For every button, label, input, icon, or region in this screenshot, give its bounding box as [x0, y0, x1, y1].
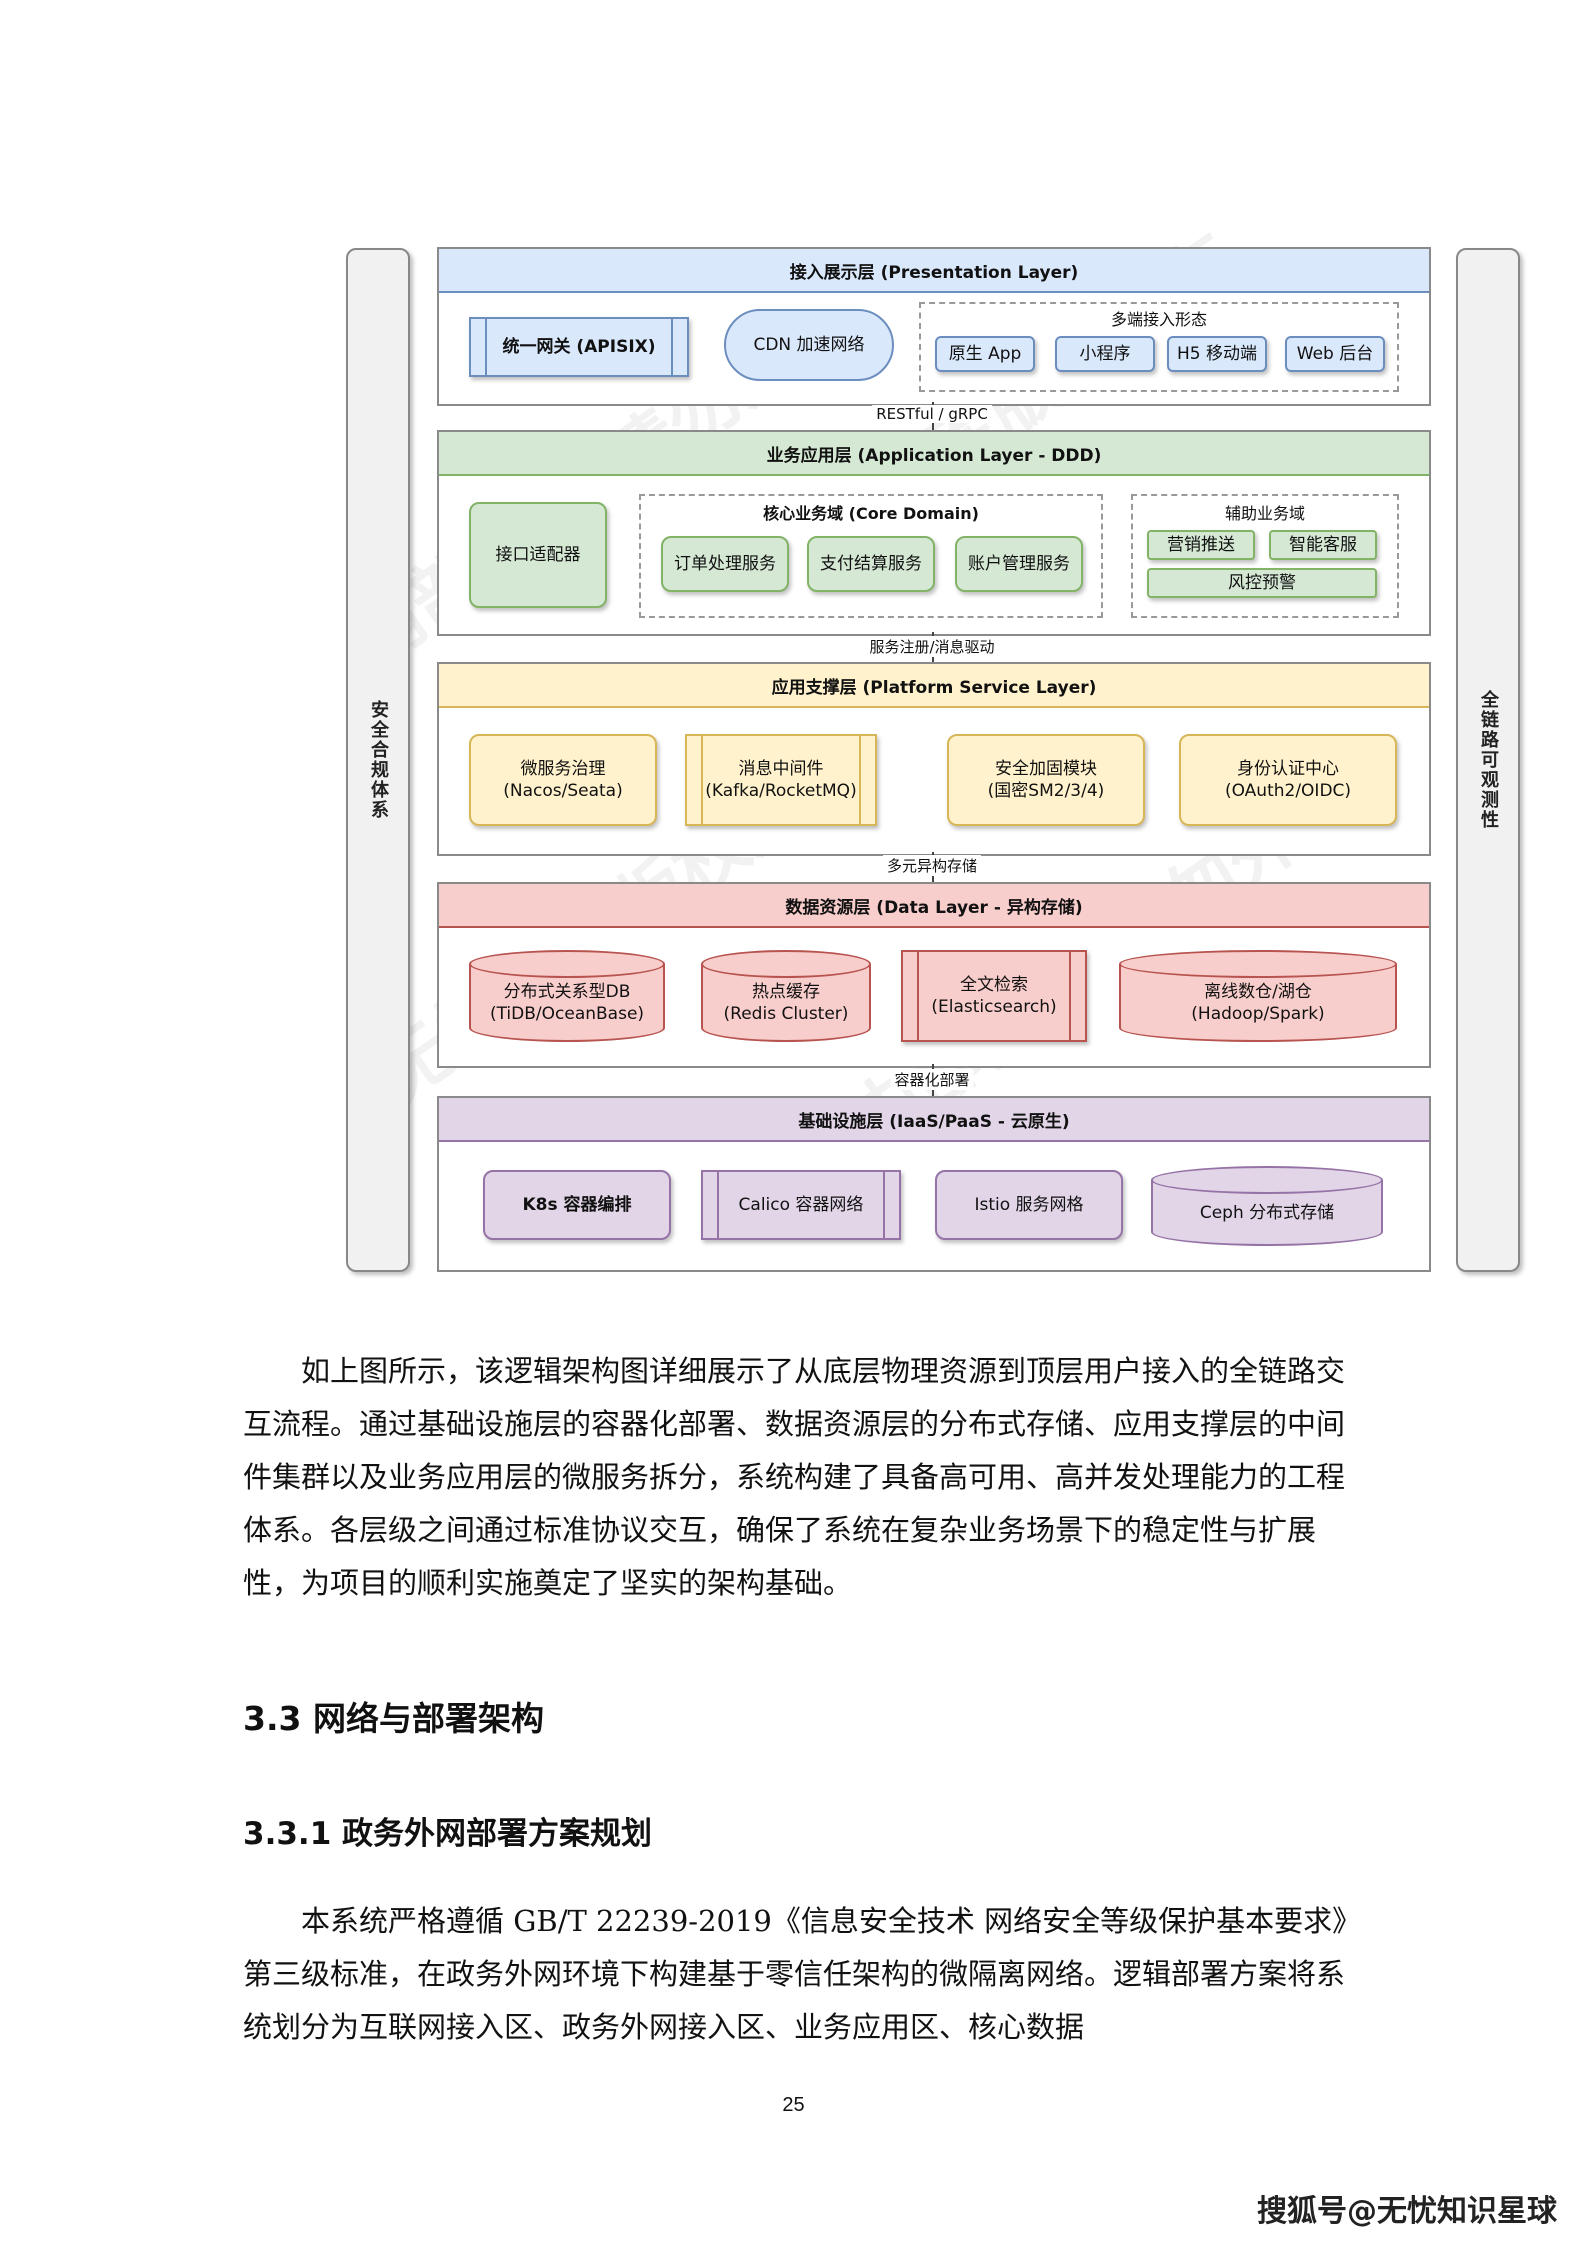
paragraph-architecture-summary: 如上图所示，该逻辑架构图详细展示了从底层物理资源到顶层用户接入的全链路交互流程。… [243, 1354, 1346, 1600]
infra-item-label: Ceph 分布式存储 [1199, 1203, 1335, 1223]
security-compliance-label: 安全合规体系 [368, 700, 389, 820]
data-lake-cylinder: 离线数仓/湖仓(Hadoop/Spark) [1119, 950, 1397, 1042]
presentation-layer: 接入展示层 (Presentation Layer) 统一网关 (APISIX)… [437, 247, 1431, 406]
risk-alert-box: 风控预警 [1147, 568, 1377, 598]
fulltext-search-box: 全文检索(Elasticsearch) [901, 950, 1087, 1042]
client-label: Web 后台 [1296, 344, 1374, 364]
message-middleware-box: 消息中间件(Kafka/RocketMQ) [685, 734, 877, 826]
istio-box: Istio 服务网格 [935, 1170, 1123, 1240]
service-label: 账户管理服务 [968, 554, 1070, 574]
security-compliance-bar: 安全合规体系 [346, 248, 410, 1272]
connector-label-container: 容器化部署 [890, 1069, 974, 1090]
data-item-name: 全文检索 [960, 975, 1028, 995]
connector-label-restful: RESTful / gRPC [872, 405, 992, 423]
account-service-box: 账户管理服务 [955, 536, 1083, 592]
client-native-app: 原生 App [935, 336, 1035, 372]
section-heading-3-3-1: 3.3.1 政务外网部署方案规划 [243, 1816, 653, 1852]
client-mini-program: 小程序 [1055, 336, 1155, 372]
smart-cs-box: 智能客服 [1269, 530, 1377, 560]
platform-item-tech: (OAuth2/OIDC) [1224, 781, 1352, 801]
infra-item-label: Calico 容器网络 [738, 1195, 864, 1215]
client-h5: H5 移动端 [1167, 336, 1267, 372]
api-gateway-label: 统一网关 (APISIX) [502, 337, 656, 357]
client-label: 原生 App [948, 344, 1022, 364]
data-layer-title: 数据资源层 (Data Layer - 异构存储) [439, 884, 1429, 928]
multi-client-group: 多端接入形态 原生 App 小程序 H5 移动端 Web 后台 [919, 302, 1399, 392]
data-layer: 数据资源层 (Data Layer - 异构存储) 分布式关系型DB(TiDB/… [437, 882, 1431, 1068]
data-item-name: 离线数仓/湖仓 [1204, 982, 1312, 1002]
infrastructure-layer: 基础设施层 (IaaS/PaaS - 云原生) K8s 容器编排 Calico … [437, 1096, 1431, 1272]
platform-item-name: 微服务治理 [520, 759, 606, 779]
core-domain-group: 核心业务域 (Core Domain) 订单处理服务 支付结算服务 账户管理服务 [639, 494, 1103, 618]
client-label: 小程序 [1079, 344, 1131, 364]
interface-adapter-label: 接口适配器 [495, 545, 581, 565]
data-item-tech: (Elasticsearch) [931, 997, 1057, 1017]
interface-adapter-box: 接口适配器 [469, 502, 607, 608]
client-label: H5 移动端 [1176, 344, 1257, 364]
page-number: 25 [782, 2094, 805, 2116]
presentation-layer-title: 接入展示层 (Presentation Layer) [439, 249, 1429, 293]
infra-item-label: K8s 容器编排 [522, 1195, 632, 1215]
platform-layer-title: 应用支撑层 (Platform Service Layer) [439, 664, 1429, 708]
platform-item-name: 安全加固模块 [995, 759, 1097, 779]
data-item-name: 分布式关系型DB [503, 982, 631, 1002]
multi-client-title: 多端接入形态 [1110, 310, 1207, 329]
section-heading-3-3: 3.3 网络与部署架构 [243, 1699, 544, 1738]
cdn-label: CDN 加速网络 [753, 335, 865, 355]
service-label: 订单处理服务 [674, 554, 776, 574]
connector-label-registry: 服务注册/消息驱动 [865, 636, 999, 657]
platform-item-name: 身份认证中心 [1237, 759, 1339, 779]
ceph-cylinder: Ceph 分布式存储 [1151, 1166, 1383, 1246]
data-item-tech: (TiDB/OceanBase) [489, 1004, 645, 1024]
cdn-cloud-icon: CDN 加速网络 [724, 309, 894, 381]
service-label: 风控预警 [1228, 573, 1296, 593]
core-domain-title: 核心业务域 (Core Domain) [763, 504, 979, 523]
platform-item-tech: (国密SM2/3/4) [987, 781, 1105, 801]
infrastructure-layer-title: 基础设施层 (IaaS/PaaS - 云原生) [439, 1098, 1429, 1142]
data-item-tech: (Hadoop/Spark) [1191, 1004, 1325, 1024]
relational-db-cylinder: 分布式关系型DB(TiDB/OceanBase) [469, 950, 665, 1042]
order-service-box: 订单处理服务 [661, 536, 789, 592]
infra-item-label: Istio 服务网格 [974, 1195, 1084, 1215]
platform-item-name: 消息中间件 [738, 759, 824, 779]
application-layer-title: 业务应用层 (Application Layer - DDD) [439, 432, 1429, 476]
data-item-tech: (Redis Cluster) [723, 1004, 849, 1024]
service-label: 营销推送 [1167, 535, 1235, 555]
api-gateway-box: 统一网关 (APISIX) [469, 317, 689, 377]
platform-layer: 应用支撑层 (Platform Service Layer) 微服务治理(Nac… [437, 662, 1431, 856]
data-item-name: 热点缓存 [752, 982, 820, 1002]
service-label: 智能客服 [1289, 535, 1357, 555]
platform-item-tech: (Kafka/RocketMQ) [705, 781, 857, 801]
marketing-push-box: 营销推送 [1147, 530, 1255, 560]
security-module-box: 安全加固模块(国密SM2/3/4) [947, 734, 1145, 826]
aux-domain-group: 辅助业务域 营销推送 智能客服 风控预警 [1131, 494, 1399, 618]
observability-label: 全链路可观测性 [1478, 690, 1499, 830]
connector-label-storage: 多元异构存储 [882, 855, 982, 876]
microservice-governance-box: 微服务治理(Nacos/Seata) [469, 734, 657, 826]
service-label: 支付结算服务 [820, 554, 922, 574]
observability-bar: 全链路可观测性 [1456, 248, 1520, 1272]
architecture-diagram: 安全合规体系 全链路可观测性 接入展示层 (Presentation Layer… [346, 247, 1520, 1272]
platform-item-tech: (Nacos/Seata) [503, 781, 623, 801]
calico-box: Calico 容器网络 [701, 1170, 901, 1240]
application-layer: 业务应用层 (Application Layer - DDD) 接口适配器 核心… [437, 430, 1431, 636]
k8s-box: K8s 容器编排 [483, 1170, 671, 1240]
client-web-admin: Web 后台 [1285, 336, 1385, 372]
aux-domain-title: 辅助业务域 [1224, 504, 1305, 523]
redis-cache-cylinder: 热点缓存(Redis Cluster) [701, 950, 871, 1042]
payment-service-box: 支付结算服务 [807, 536, 935, 592]
identity-center-box: 身份认证中心(OAuth2/OIDC) [1179, 734, 1397, 826]
footer-brand: 搜狐号@无忧知识星球 [1257, 2194, 1557, 2229]
paragraph-deployment-plan: 本系统严格遵循 GB/T 22239-2019《信息安全技术 网络安全等级保护基… [243, 1904, 1347, 2044]
